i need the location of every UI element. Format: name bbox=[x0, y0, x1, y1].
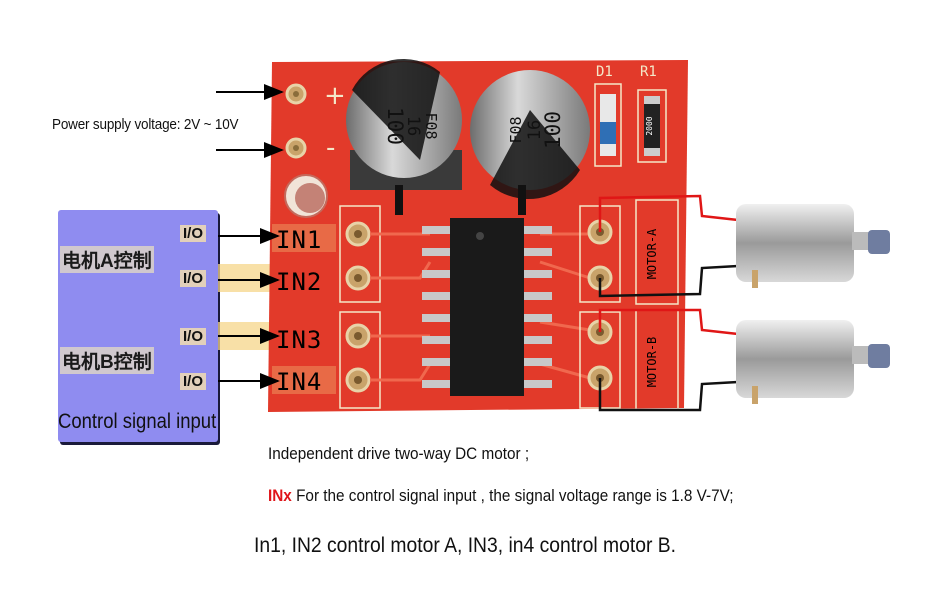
resistor-value: 2000 bbox=[645, 116, 654, 135]
minus-sign: - bbox=[326, 133, 335, 163]
r1-label: R1 bbox=[640, 64, 657, 80]
motor-b-label: MOTOR-B bbox=[645, 337, 659, 388]
motor-a-red-wire bbox=[598, 194, 739, 232]
inx-label: INx bbox=[268, 486, 292, 505]
pin-in1-label: IN1 bbox=[276, 226, 322, 254]
motor-b-red-wire bbox=[598, 308, 739, 336]
driver-ic bbox=[422, 218, 552, 396]
d1-label: D1 bbox=[596, 64, 613, 80]
io-label-4: I/O bbox=[180, 373, 207, 390]
note-control-mapping: In1, IN2 control motor A, IN3, in4 contr… bbox=[254, 534, 677, 557]
note-signal-voltage: INx For the control signal input , the s… bbox=[268, 486, 734, 506]
io-label-1: I/O bbox=[180, 225, 207, 242]
motor-b-control-label: 电机B控制 bbox=[60, 347, 154, 374]
motor-a-control-label: 电机A控制 bbox=[60, 246, 154, 273]
pin-in3-label: IN3 bbox=[276, 326, 322, 354]
note-independent-drive: Independent drive two-way DC motor ; bbox=[268, 444, 530, 463]
cap-left-text-3: F08 bbox=[422, 112, 440, 139]
pin-in2-label: IN2 bbox=[276, 268, 322, 296]
motor-a bbox=[736, 204, 890, 288]
power-supply-label: Power supply voltage: 2V ~ 10V bbox=[52, 116, 239, 133]
in-pads bbox=[345, 221, 371, 393]
in2-highlight bbox=[218, 264, 278, 292]
control-signal-title: Control signal input bbox=[58, 410, 217, 433]
motor-b-black-wire bbox=[598, 378, 739, 412]
io-label-2: I/O bbox=[180, 270, 207, 287]
motor-a-black-wire bbox=[598, 264, 739, 298]
motor-b bbox=[736, 320, 890, 404]
cap-left-text-2: 16 bbox=[403, 116, 423, 136]
plus-sign: + bbox=[324, 81, 346, 111]
cap-left-text-1: 100 bbox=[383, 107, 407, 145]
capacitor-left: 100 16 F08 bbox=[346, 58, 462, 190]
cap-right-text-3: F08 bbox=[507, 116, 525, 143]
note-signal-voltage-text: For the control signal input , the signa… bbox=[296, 486, 734, 505]
resistor-r1 bbox=[644, 102, 660, 150]
cap-right-text-1: 100 bbox=[541, 111, 565, 149]
io-label-3: I/O bbox=[180, 328, 207, 345]
capacitor-right: 100 16 F08 bbox=[470, 70, 590, 200]
cap-right-text-2: 16 bbox=[525, 120, 545, 140]
pin-in4-label: IN4 bbox=[276, 368, 322, 396]
motor-a-label: MOTOR-A bbox=[645, 228, 659, 279]
mounting-hole-inner bbox=[295, 183, 325, 213]
